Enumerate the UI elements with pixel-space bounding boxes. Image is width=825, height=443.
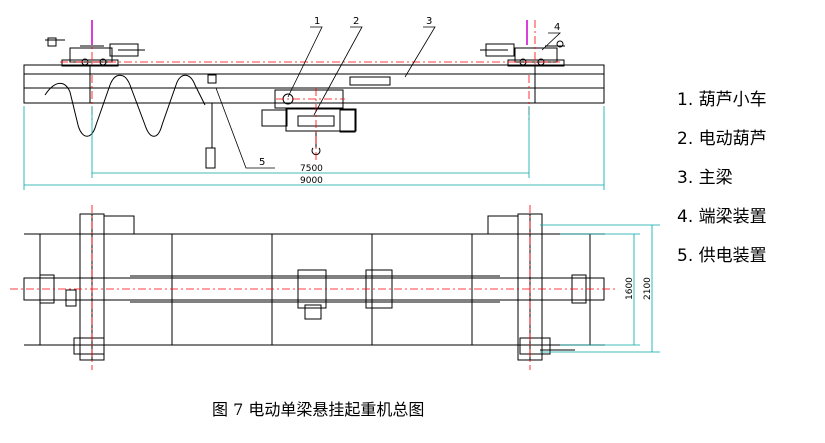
left-end-carriage xyxy=(45,37,145,67)
dim-span-inner: 7500 xyxy=(300,164,323,174)
callout-4: 4 xyxy=(554,22,560,33)
callout-leaders xyxy=(215,26,562,169)
front-view xyxy=(23,37,605,169)
figure-caption: 图 7 电动单梁悬挂起重机总图 xyxy=(212,400,425,419)
front-dimensions xyxy=(23,106,605,190)
pendant-control xyxy=(205,147,216,169)
callout-5: 5 xyxy=(259,157,265,168)
dim-gauge: 1600 xyxy=(625,277,635,300)
legend: 1. 葫芦小车 2. 电动葫芦 3. 主梁 4. 端梁装置 5. 供电装置 xyxy=(677,86,817,281)
plan-centerlines xyxy=(10,205,615,370)
callout-3: 3 xyxy=(426,16,432,27)
festoon-cable xyxy=(44,74,206,137)
dim-width-total: 2100 xyxy=(643,277,653,300)
plan-view xyxy=(23,213,605,361)
dim-span-total: 9000 xyxy=(300,176,323,186)
callout-2: 2 xyxy=(353,16,359,27)
legend-item-end-carriage: 4. 端梁装置 xyxy=(677,207,767,227)
legend-item-hoist: 2. 电动葫芦 xyxy=(677,129,767,149)
callout-1: 1 xyxy=(314,16,320,27)
electric-hoist xyxy=(285,108,357,132)
legend-item-girder: 3. 主梁 xyxy=(677,168,733,188)
main-girder xyxy=(23,64,605,104)
plan-dimensions xyxy=(540,224,660,353)
legend-item-power-supply: 5. 供电装置 xyxy=(677,246,767,266)
legend-item-trolley: 1. 葫芦小车 xyxy=(677,90,767,110)
hoist-trolley xyxy=(261,89,357,156)
